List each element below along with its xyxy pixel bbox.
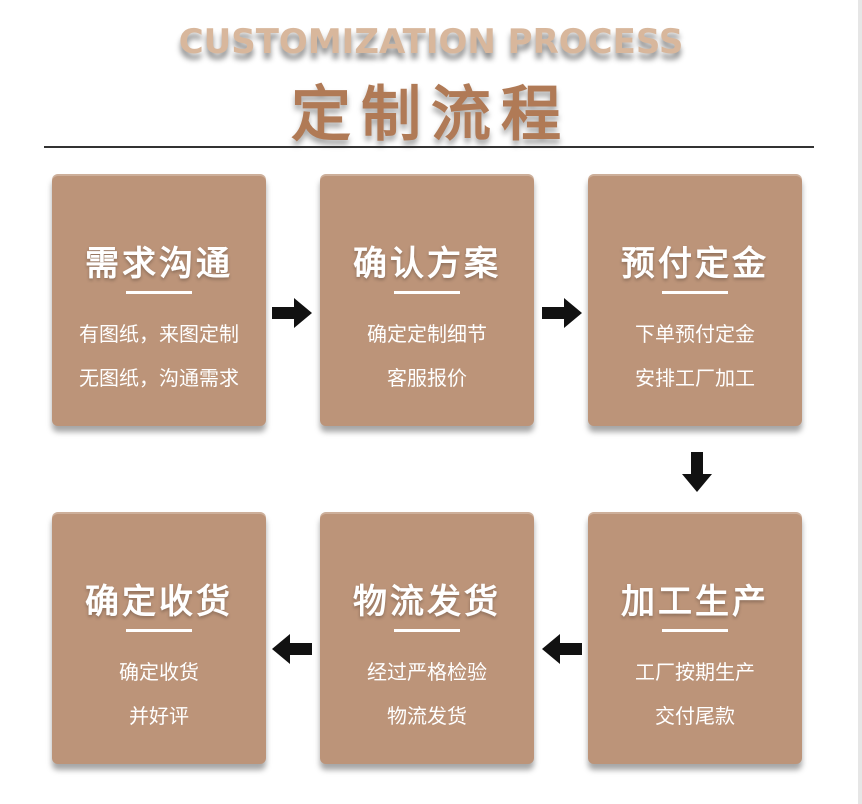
step-desc-line-1: 有图纸，来图定制 <box>79 322 239 346</box>
step-card-4: 加工生产 工厂按期生产 交付尾款 <box>588 512 802 764</box>
step-desc-line-1: 确定定制细节 <box>367 322 487 346</box>
step-underline <box>126 629 192 632</box>
step-title: 预付定金 <box>621 244 769 284</box>
arrow-left-icon <box>542 634 582 664</box>
step-underline <box>126 291 192 294</box>
title-chinese: 定制流程 <box>291 80 571 150</box>
step-underline <box>394 291 460 294</box>
step-desc-line-1: 工厂按期生产 <box>635 660 755 684</box>
step-underline <box>662 291 728 294</box>
step-desc-line-2: 客服报价 <box>387 366 467 390</box>
header-divider <box>44 146 814 148</box>
step-desc-line-1: 经过严格检验 <box>367 660 487 684</box>
step-card-1: 需求沟通 有图纸，来图定制 无图纸，沟通需求 <box>52 174 266 426</box>
step-desc-line-1: 下单预付定金 <box>635 322 755 346</box>
step-desc-line-2: 物流发货 <box>387 704 467 728</box>
step-desc-line-2: 交付尾款 <box>655 704 735 728</box>
arrow-left-icon <box>272 634 312 664</box>
step-title: 物流发货 <box>353 582 501 622</box>
step-title: 需求沟通 <box>85 244 233 284</box>
step-underline <box>662 629 728 632</box>
step-card-6: 确定收货 确定收货 并好评 <box>52 512 266 764</box>
step-title: 加工生产 <box>621 582 769 622</box>
step-desc-line-2: 并好评 <box>129 704 189 728</box>
step-card-2: 确认方案 确定定制细节 客服报价 <box>320 174 534 426</box>
arrow-right-icon <box>542 298 582 328</box>
step-desc-line-1: 确定收货 <box>119 660 199 684</box>
arrow-down-icon <box>682 452 712 492</box>
page-edge-bar <box>858 0 862 804</box>
step-card-5: 物流发货 经过严格检验 物流发货 <box>320 512 534 764</box>
step-desc-line-2: 安排工厂加工 <box>635 366 755 390</box>
step-title: 确认方案 <box>353 244 501 284</box>
arrow-right-icon <box>272 298 312 328</box>
step-desc-line-2: 无图纸，沟通需求 <box>79 366 239 390</box>
step-underline <box>394 629 460 632</box>
step-title: 确定收货 <box>85 582 233 622</box>
step-card-3: 预付定金 下单预付定金 安排工厂加工 <box>588 174 802 426</box>
title-english: CUSTOMIZATION PROCESS <box>178 22 684 62</box>
